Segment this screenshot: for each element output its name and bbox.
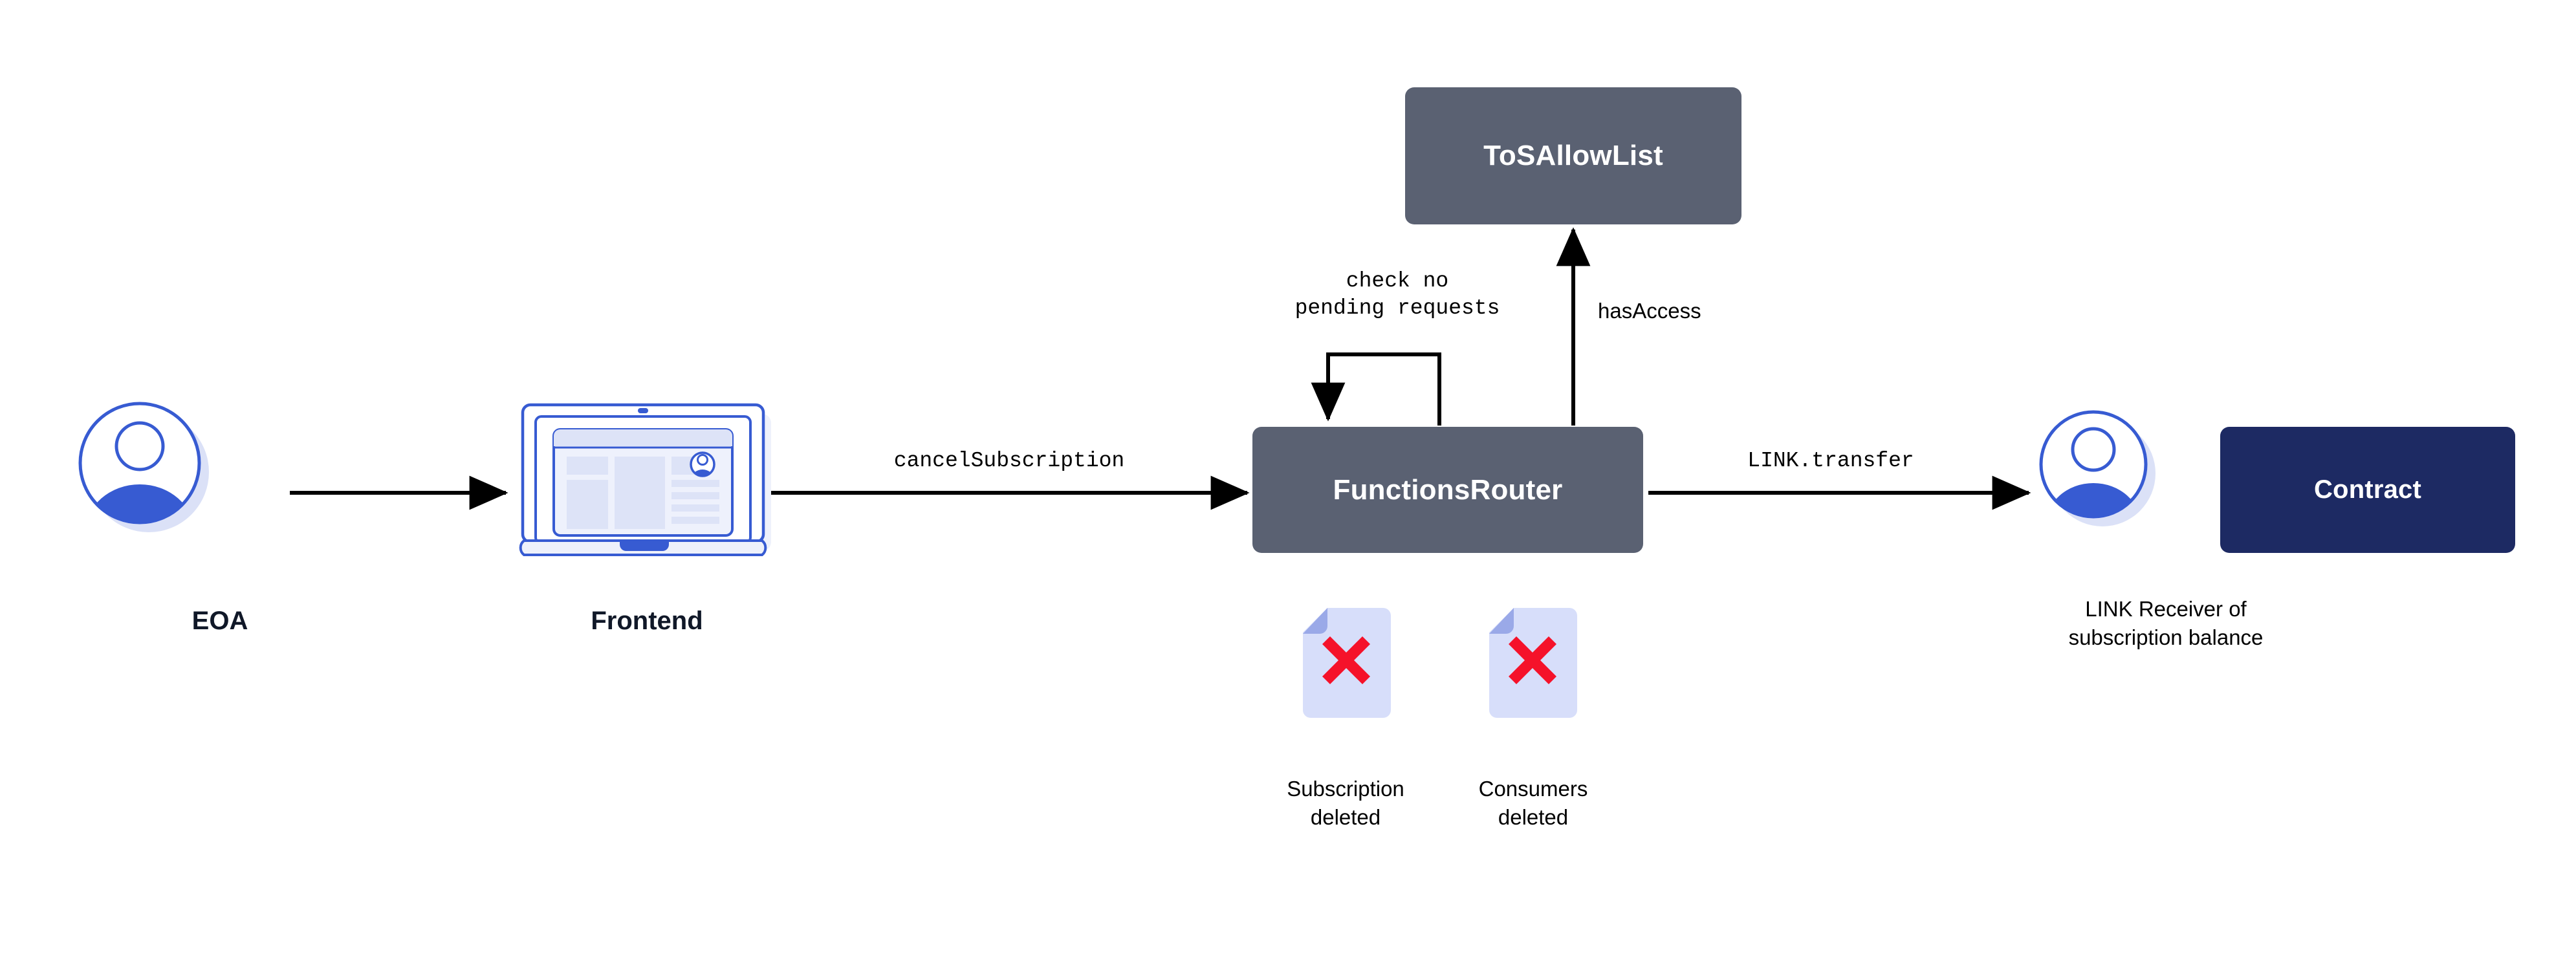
file-deleted-icon — [1489, 608, 1577, 718]
link-receiver-line2: subscription balance — [2068, 625, 2264, 650]
edge-label-line1: check no — [1346, 269, 1449, 293]
functions-router-node[interactable]: FunctionsRouter — [1252, 427, 1643, 553]
artifact-label-line2: deleted — [1310, 805, 1381, 830]
consumers-deleted-label: Consumers deleted — [1456, 775, 1611, 832]
edge-label-check-no-pending-requests: check no pending requests — [1249, 268, 1546, 322]
laptop-icon — [519, 403, 771, 556]
artifact-label-line1: Consumers — [1478, 777, 1588, 801]
tos-allowlist-node[interactable]: ToSAllowList — [1405, 87, 1741, 224]
file-deleted-icon — [1303, 608, 1391, 718]
edge-label-cancel-subscription: cancelSubscription — [893, 449, 1125, 473]
link-receiver-line1: LINK Receiver of — [2085, 597, 2247, 621]
edge-label-line2: pending requests — [1294, 296, 1500, 321]
artifact-label-line1: Subscription — [1287, 777, 1404, 801]
edge-label-link-transfer: LINK.transfer — [1747, 449, 1914, 473]
frontend-label: Frontend — [591, 607, 703, 635]
user-avatar-icon — [2039, 410, 2156, 526]
eoa-label: EOA — [191, 607, 248, 635]
subscription-deleted-label: Subscription deleted — [1268, 775, 1423, 832]
edge-label-has-access: hasAccess — [1598, 299, 1701, 323]
arrow-functionsrouter-self-loop — [1311, 352, 1441, 426]
artifact-label-line2: deleted — [1498, 805, 1569, 830]
user-avatar-icon — [78, 402, 209, 532]
contract-node[interactable]: Contract — [2220, 427, 2515, 553]
link-receiver-label: LINK Receiver of subscription balance — [2025, 595, 2307, 652]
